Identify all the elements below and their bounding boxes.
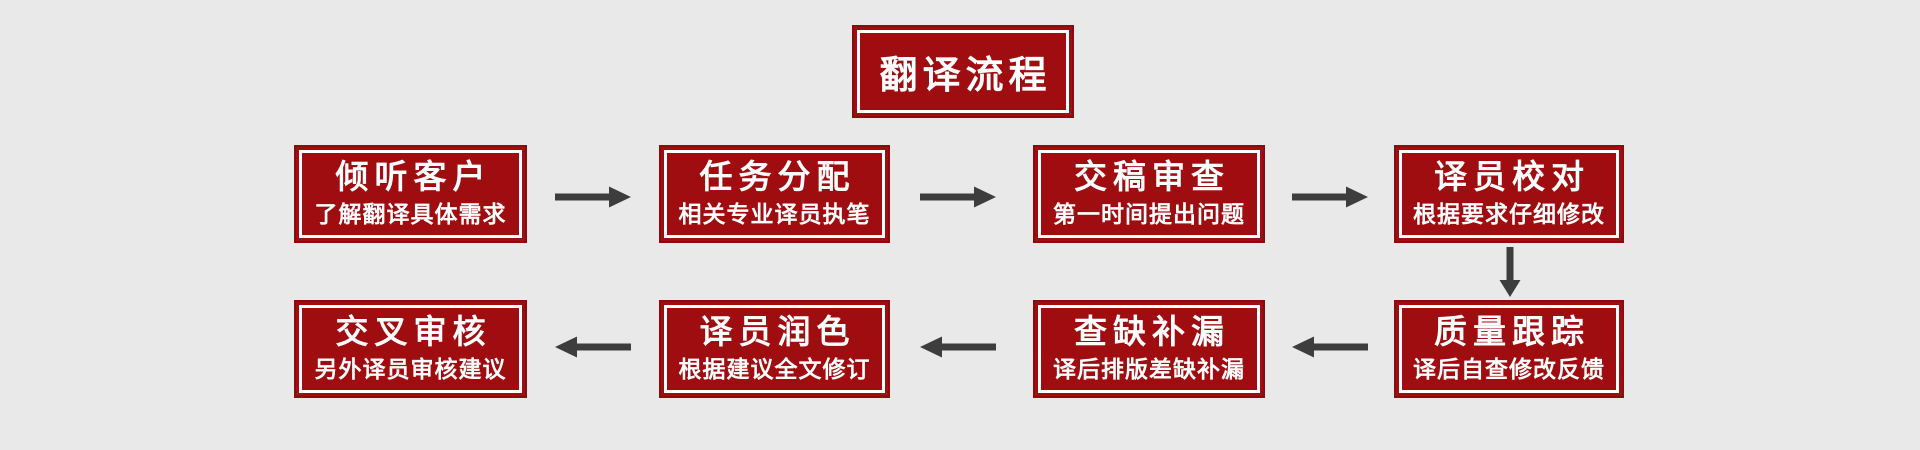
arrow-right-icon	[555, 185, 631, 209]
step-subtitle: 根据建议全文修订	[678, 356, 871, 383]
step-title: 译员润色	[699, 313, 856, 351]
step-subtitle: 译后自查修改反馈	[1413, 356, 1605, 383]
step-title: 译员校对	[1434, 158, 1590, 196]
step-subtitle: 相关专业译员执笔	[678, 201, 871, 228]
arrow-right-icon	[920, 185, 996, 209]
step-gap-filling: 查缺补漏 译后排版差缺补漏	[1033, 300, 1265, 398]
step-title: 质量跟踪	[1434, 313, 1590, 351]
flowchart-title: 翻译流程	[879, 55, 1052, 97]
step-quality-tracking: 质量跟踪 译后自查修改反馈	[1394, 300, 1624, 398]
arrow-left-icon	[920, 335, 996, 359]
step-title: 任务分配	[699, 158, 856, 196]
step-translator-proofreading: 译员校对 根据要求仔细修改	[1394, 145, 1624, 243]
step-cross-review: 交叉审核 另外译员审核建议	[294, 300, 527, 398]
arrow-right-icon	[1292, 185, 1368, 209]
step-title: 倾听客户	[335, 158, 492, 196]
step-title: 查缺补漏	[1074, 313, 1230, 351]
step-draft-review: 交稿审查 第一时间提出问题	[1033, 145, 1265, 243]
arrow-left-icon	[1292, 335, 1368, 359]
step-translator-polishing: 译员润色 根据建议全文修订	[659, 300, 890, 398]
step-subtitle: 了解翻译具体需求	[314, 201, 507, 228]
step-subtitle: 译后排版差缺补漏	[1053, 356, 1245, 383]
step-task-assignment: 任务分配 相关专业译员执笔	[659, 145, 890, 243]
step-title: 交稿审查	[1074, 158, 1230, 196]
arrow-left-icon	[555, 335, 631, 359]
step-subtitle: 第一时间提出问题	[1053, 201, 1245, 228]
step-subtitle: 根据要求仔细修改	[1413, 201, 1605, 228]
step-subtitle: 另外译员审核建议	[314, 356, 507, 383]
step-title: 交叉审核	[335, 313, 492, 351]
step-listen-to-client: 倾听客户 了解翻译具体需求	[294, 145, 527, 243]
arrow-down-icon	[1497, 247, 1523, 297]
flowchart-title-plate: 翻译流程	[852, 25, 1074, 118]
